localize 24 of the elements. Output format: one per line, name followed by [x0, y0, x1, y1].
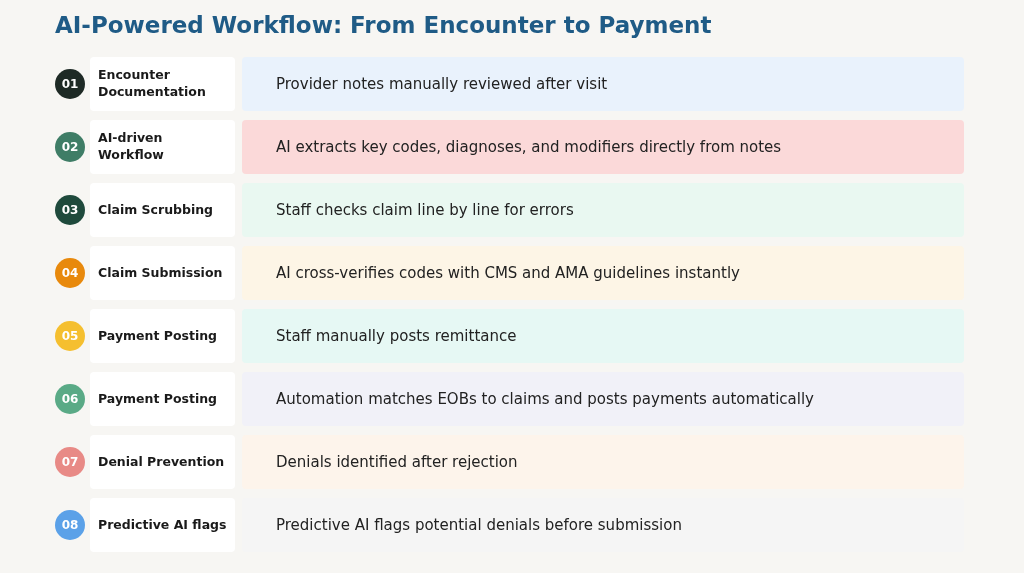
step-label-card: Encounter Documentation — [90, 57, 235, 111]
step-label-card: Denial Prevention — [90, 435, 235, 489]
step-number-badge: 05 — [55, 321, 85, 351]
step-label-card: Payment Posting — [90, 309, 235, 363]
step-label-card: AI-driven Workflow — [90, 120, 235, 174]
step-number-badge: 01 — [55, 69, 85, 99]
step-label-card: Claim Scrubbing — [90, 183, 235, 237]
step-label-card: Claim Submission — [90, 246, 235, 300]
description-band: Staff manually posts remittance — [242, 309, 964, 363]
description-band: AI cross-verifies codes with CMS and AMA guidelines instantly — [242, 246, 964, 300]
description-band: Denials identified after rejection — [242, 435, 964, 489]
step-number-badge: 03 — [55, 195, 85, 225]
step-label-card: Payment Posting — [90, 372, 235, 426]
description-band: Staff checks claim line by line for errors — [242, 183, 964, 237]
step-number-badge: 07 — [55, 447, 85, 477]
description-band: Provider notes manually reviewed after visit — [242, 57, 964, 111]
description-band: Automation matches EOBs to claims and posts payments automatically — [242, 372, 964, 426]
step-number-badge: 02 — [55, 132, 85, 162]
step-label-card: Predictive AI flags — [90, 498, 235, 552]
step-number-badge: 06 — [55, 384, 85, 414]
title: AI-Powered Workflow: From Encounter to Payment — [55, 12, 712, 38]
step-number-badge: 08 — [55, 510, 85, 540]
step-number-badge: 04 — [55, 258, 85, 288]
description-band: AI extracts key codes, diagnoses, and modifiers directly from notes — [242, 120, 964, 174]
